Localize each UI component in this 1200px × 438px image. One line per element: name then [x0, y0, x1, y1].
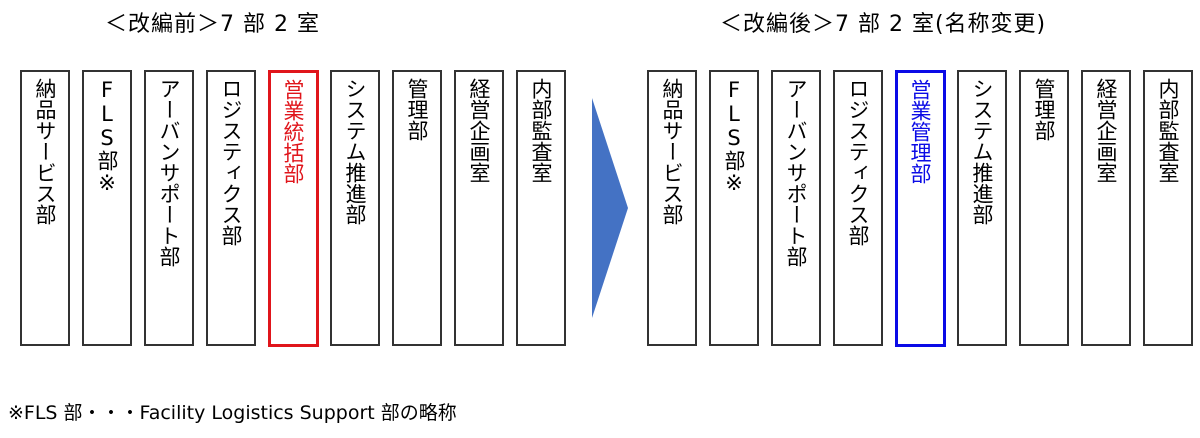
department-box: 納品サービス部	[647, 70, 697, 346]
department-name: 納品サービス部	[33, 78, 57, 225]
department-box: システム推進部	[330, 70, 380, 346]
department-box: 経営企画室	[1081, 70, 1131, 346]
department-box: ロジスティクス部	[833, 70, 883, 346]
department-name: アーバンサポート部	[784, 78, 808, 267]
department-name: 管理部	[1032, 78, 1056, 141]
department-name: システム推進部	[970, 78, 994, 225]
department-box: 管理部	[392, 70, 442, 346]
department-box: システム推進部	[957, 70, 1007, 346]
department-box: 管理部	[1019, 70, 1069, 346]
department-name: 営業管理部	[908, 79, 932, 184]
department-name: アーバンサポート部	[157, 78, 181, 267]
department-box: 内部監査室	[516, 70, 566, 346]
department-box: FLS部※	[82, 70, 132, 346]
department-name: 内部監査室	[1156, 78, 1180, 183]
department-name: FLS部※	[95, 78, 119, 195]
department-name: 営業統括部	[281, 79, 305, 184]
department-box: ロジスティクス部	[206, 70, 256, 346]
department-box: 営業管理部	[895, 70, 946, 347]
department-box: 経営企画室	[454, 70, 504, 346]
department-box: アーバンサポート部	[144, 70, 194, 346]
department-box: アーバンサポート部	[771, 70, 821, 346]
department-box: 納品サービス部	[20, 70, 70, 346]
department-name: FLS部※	[722, 78, 746, 195]
department-name: システム推進部	[343, 78, 367, 225]
department-box: 営業統括部	[268, 70, 319, 347]
department-box: 内部監査室	[1143, 70, 1193, 346]
department-name: 内部監査室	[529, 78, 553, 183]
heading-before: ＜改編前＞7 部 2 室	[105, 12, 320, 37]
footnote: ※FLS 部・・・Facility Logistics Support 部の略称	[8, 402, 457, 424]
department-name: 経営企画室	[467, 78, 491, 183]
department-box: FLS部※	[709, 70, 759, 346]
transition-arrow-icon	[592, 98, 628, 318]
department-name: ロジスティクス部	[846, 78, 870, 246]
department-name: 管理部	[405, 78, 429, 141]
department-name: 納品サービス部	[660, 78, 684, 225]
department-name: ロジスティクス部	[219, 78, 243, 246]
department-name: 経営企画室	[1094, 78, 1118, 183]
heading-after: ＜改編後＞7 部 2 室(名称変更)	[720, 12, 1047, 37]
